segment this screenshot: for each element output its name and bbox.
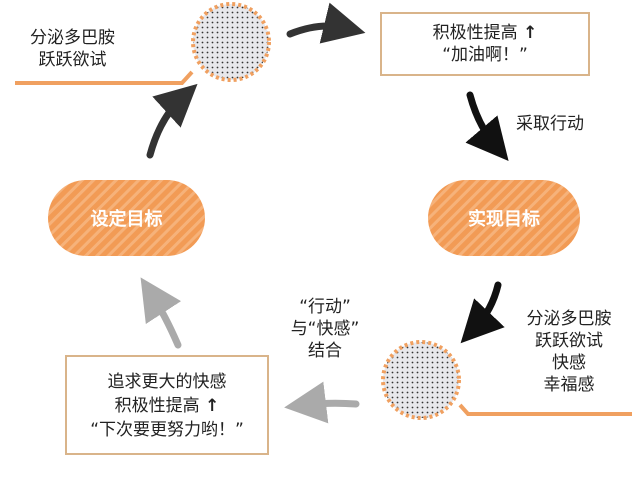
- up-arrow-icon: ↑: [523, 23, 538, 43]
- arrow-to-top-burst: [146, 83, 198, 159]
- top-left-line1: 分泌多巴胺: [30, 28, 115, 48]
- take-action-label: 采取行动: [516, 114, 584, 134]
- bottom-box-line2: 积极性提高: [114, 396, 200, 416]
- arrow-to-bottom-burst: [460, 281, 505, 344]
- goal-reached-pill: 实现目标: [468, 209, 540, 230]
- top-box-line2: “加油啊！”: [442, 45, 528, 65]
- bottom-box-frame: [65, 355, 269, 455]
- top-dopamine-line: [15, 70, 194, 85]
- bottom-box-line1: 追求更大的快感: [107, 372, 227, 392]
- set-goal-pill: 设定目标: [90, 209, 163, 230]
- combine-line1: “行动”: [299, 297, 351, 317]
- combine-line3: 结合: [308, 341, 342, 361]
- top-dopamine-burst: [191, 2, 271, 82]
- top-left-line2: 跃跃欲试: [38, 50, 107, 70]
- bottom-box: 追求更大的快感 积极性提高 ↑ “下次要更努力哟！”: [66, 370, 268, 442]
- arrow-to-set-goal: [140, 277, 182, 349]
- arrow-to-bottom-box: [284, 381, 360, 424]
- combine-label: “行动” 与“快感” 结合: [280, 296, 370, 362]
- top-box-frame: [380, 12, 590, 76]
- top-box-line1: 积极性提高: [432, 23, 518, 43]
- bottom-right-line2: 跃跃欲试: [535, 331, 603, 351]
- combine-line2: 与“快感”: [290, 319, 360, 339]
- bottom-right-line4: 幸福感: [543, 375, 595, 395]
- bottom-box-line3: “下次要更努力哟！”: [90, 420, 244, 440]
- bottom-right-line1: 分泌多巴胺: [526, 309, 612, 329]
- top-left-text: 分泌多巴胺 跃跃欲试: [30, 27, 115, 71]
- up-arrow-icon: ↑: [205, 396, 220, 416]
- bottom-dopamine-burst: [381, 340, 461, 420]
- arrow-to-top-box: [286, 2, 366, 44]
- bottom-right-line3: 快感: [552, 353, 586, 373]
- arrow-take-action: [465, 91, 509, 162]
- top-box: 积极性提高 ↑ “加油啊！”: [381, 22, 589, 66]
- bottom-right-text: 分泌多巴胺 跃跃欲试 快感 幸福感: [510, 308, 628, 396]
- bottom-dopamine-line: [458, 403, 632, 416]
